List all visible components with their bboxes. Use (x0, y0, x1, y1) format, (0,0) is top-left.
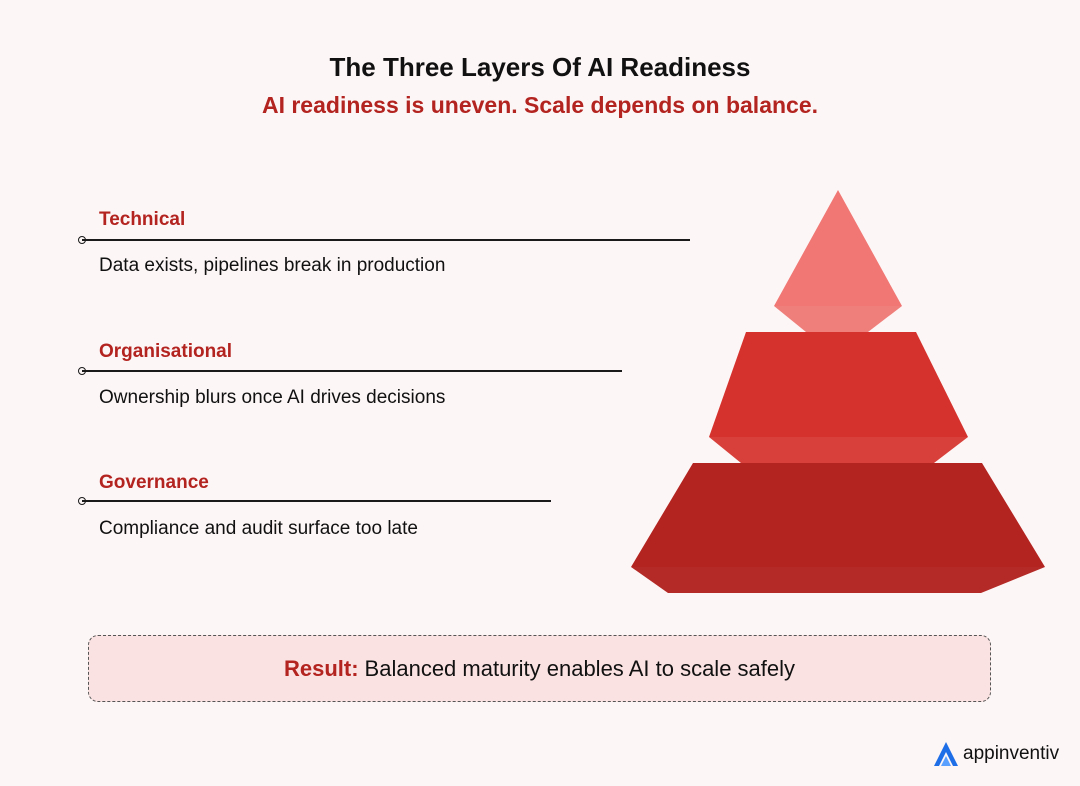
appinventiv-logo-icon (934, 742, 958, 766)
result-text: Balanced maturity enables AI to scale sa… (364, 655, 796, 681)
page-title: The Three Layers Of AI Readiness (329, 52, 751, 82)
layer-label-organisational: Organisational (99, 341, 233, 362)
tier-top-face (631, 463, 1045, 567)
pyramid-tier-technical (774, 190, 902, 332)
tier-bottom-face (631, 567, 1045, 593)
brand-name: appinventiv (963, 743, 1060, 764)
tier-top-face (774, 190, 902, 306)
tier-top-face (709, 332, 968, 437)
result-label: Result: (283, 655, 359, 681)
layer-label-governance: Governance (99, 472, 209, 493)
layer-label-technical: Technical (99, 209, 186, 230)
connector-line-organisational (82, 370, 622, 372)
pyramid-tier-governance (631, 463, 1045, 593)
result-banner: Result: Balanced maturity enables AI to … (88, 635, 991, 702)
tier-bottom-face (774, 306, 902, 332)
pyramid-tier-organisational (709, 332, 968, 463)
tier-bottom-face (709, 437, 968, 463)
layer-description-organisational: Ownership blurs once AI drives decisions (99, 387, 446, 408)
layer-description-technical: Data exists, pipelines break in producti… (99, 255, 446, 276)
page-subtitle: AI readiness is uneven. Scale depends on… (261, 92, 819, 118)
connector-line-technical (82, 239, 690, 241)
brand-logo: appinventiv (932, 740, 1059, 768)
connector-line-governance (82, 500, 551, 502)
layer-description-governance: Compliance and audit surface too late (99, 518, 418, 539)
